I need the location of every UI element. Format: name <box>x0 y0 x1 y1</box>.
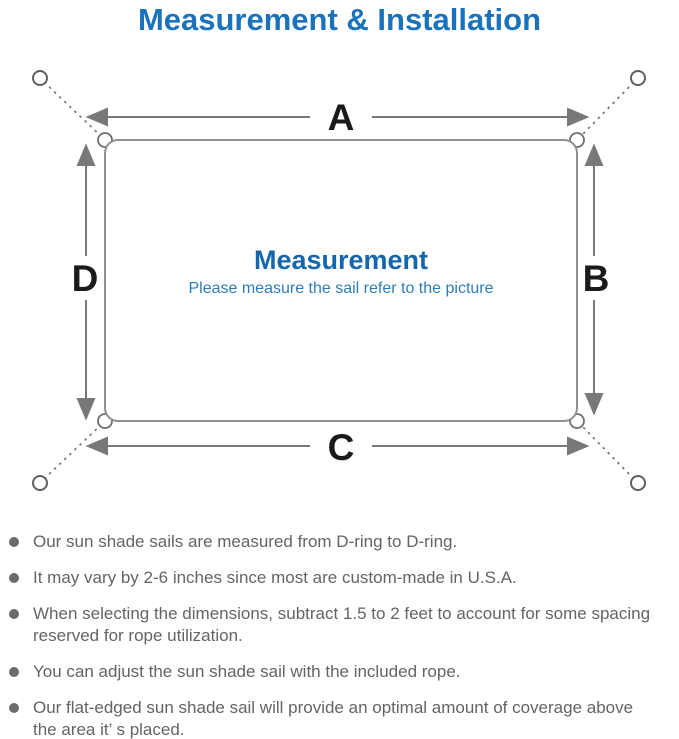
arrow-c-right-head <box>567 436 590 456</box>
corner-d-rings <box>97 132 585 429</box>
sail-rect <box>104 139 578 422</box>
bullet-dot-icon <box>9 703 19 713</box>
bullet-text: When selecting the dimensions, subtract … <box>33 603 650 647</box>
instruction-bullet-list: Our sun shade sails are measured from D-… <box>0 531 679 739</box>
bullet-text: You can adjust the sun shade sail with t… <box>33 661 461 683</box>
rope-top-right <box>578 81 635 139</box>
bullet-dot-icon <box>9 667 19 677</box>
list-item: It may vary by 2-6 inches since most are… <box>0 567 679 589</box>
rope-top-left <box>43 81 104 139</box>
bullet-dot-icon <box>9 573 19 583</box>
bullet-line: It may vary by 2-6 inches since most are… <box>33 568 517 587</box>
label-a: A <box>328 97 355 138</box>
arrow-a-right-head <box>567 107 590 127</box>
dimension-arrows <box>76 107 604 456</box>
bullet-text: It may vary by 2-6 inches since most are… <box>33 567 517 589</box>
arrow-d-bottom-head <box>76 398 96 421</box>
anchor-bottom-left <box>32 475 48 491</box>
anchor-top-right <box>630 70 646 86</box>
arrow-d-top-head <box>76 143 96 166</box>
list-item: Our flat-edged sun shade sail will provi… <box>0 697 679 739</box>
rope-dashed-lines <box>43 81 635 480</box>
diagram-center-subtitle: Please measure the sail refer to the pic… <box>188 280 493 297</box>
bullet-text: Our sun shade sails are measured from D-… <box>33 531 457 553</box>
measurement-diagram: A C D B Measurement Please measure the s… <box>32 70 646 491</box>
bullet-line: the area it’ s placed. <box>33 720 185 739</box>
label-b: B <box>583 258 610 299</box>
diagram-center-title: Measurement <box>254 245 428 275</box>
rope-bottom-left <box>43 422 104 480</box>
bullet-line: Our sun shade sails are measured from D-… <box>33 532 458 551</box>
rope-bottom-right <box>578 422 635 480</box>
page-title: Measurement & Installation <box>137 2 542 37</box>
arrow-c-left-head <box>85 436 108 456</box>
bullet-dot-icon <box>9 537 19 547</box>
anchor-points <box>32 70 646 491</box>
arrow-b-top-head <box>584 143 604 166</box>
arrow-b-bottom-head <box>584 393 604 416</box>
bullet-line: reserved for rope utilization. <box>33 626 243 645</box>
bullet-line: When selecting the dimensions, subtract … <box>33 604 651 623</box>
anchor-top-left <box>32 70 48 86</box>
label-c: C <box>328 427 355 468</box>
bullet-text: Our flat-edged sun shade sail will provi… <box>33 697 633 739</box>
list-item: Our sun shade sails are measured from D-… <box>0 531 679 553</box>
list-item: You can adjust the sun shade sail with t… <box>0 661 679 683</box>
label-d: D <box>72 258 99 299</box>
bullet-dot-icon <box>9 609 19 619</box>
list-item: When selecting the dimensions, subtract … <box>0 603 679 647</box>
arrow-a-left-head <box>85 107 108 127</box>
bullet-line: Our flat-edged sun shade sail will provi… <box>33 698 634 717</box>
anchor-bottom-right <box>630 475 646 491</box>
bullet-line: You can adjust the sun shade sail with t… <box>33 662 461 681</box>
